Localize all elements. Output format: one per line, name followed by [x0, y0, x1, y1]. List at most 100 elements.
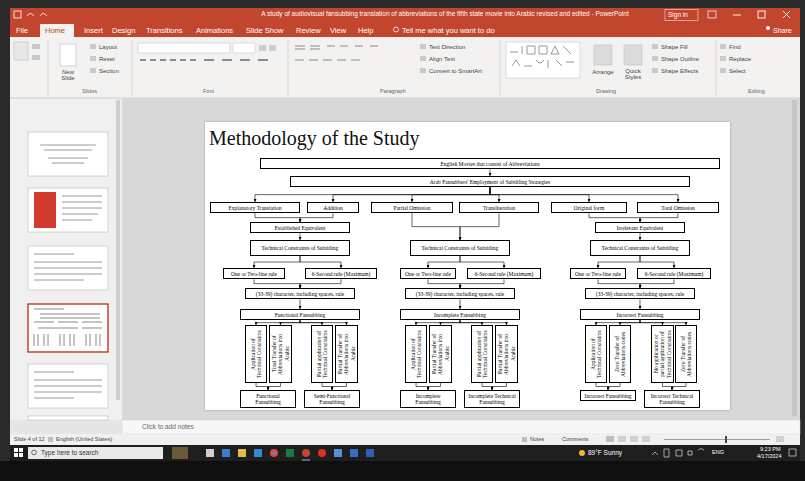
connector: [640, 213, 678, 222]
process-box: Irrelevant Equivalent: [595, 222, 685, 233]
reset-icon: [90, 56, 96, 61]
connector: [596, 383, 608, 390]
box-text: Explanatory Translation: [228, 205, 281, 211]
connector: [640, 256, 674, 268]
process-box: Incorrect Technical Fansubbing: [644, 390, 700, 408]
group-separator: [48, 40, 49, 95]
app-icon: [238, 449, 246, 457]
spelling-icon: [48, 437, 53, 442]
thumbnail-pane: [10, 99, 122, 420]
process-box: One or Two-line rule: [570, 268, 626, 279]
powerpoint-icon: [302, 449, 310, 457]
box-text: (33-39) character, including spaces, rul…: [596, 291, 684, 297]
ribbon-button: Find: [729, 44, 741, 50]
process-box: Semi-Functional Fansubbing: [304, 390, 360, 408]
clock-date: 4/17/2024: [757, 454, 781, 460]
find-icon: [720, 44, 726, 49]
opera-icon: [318, 449, 326, 457]
slide-canvas: Methodology of the StudyEnglish Movies t…: [205, 122, 730, 410]
connector: [640, 233, 641, 240]
search-highlight-image: [172, 447, 188, 459]
box-text: Application of Technical Constraints: [250, 328, 263, 380]
box-text: One or Two-line rule: [405, 271, 451, 277]
process-box: 6-Second rule (Maximum): [305, 268, 377, 279]
smartart-icon: [420, 68, 426, 73]
box-text: Total Transfer of Abbreviations into Ara…: [271, 328, 290, 380]
process-box: Incorrect Fansubbing: [580, 309, 700, 320]
connector: [332, 383, 346, 390]
group-label: Font: [203, 89, 214, 95]
connector: [598, 279, 640, 288]
connector: [460, 299, 461, 309]
process-box: Total Omission: [637, 202, 719, 213]
menu-tab: View: [330, 27, 346, 35]
zoom-slider: [664, 439, 770, 440]
connector: [412, 213, 460, 240]
box-text: Original form: [574, 205, 604, 211]
font-format-icons: [140, 59, 268, 61]
status-text: English (United States): [56, 437, 112, 443]
pane-scrollbar: [116, 100, 120, 400]
section-icon: [90, 68, 96, 73]
screen: [10, 8, 800, 461]
criterion-box: Partial application of Technical Constra…: [471, 325, 493, 383]
connector: [460, 256, 504, 268]
ribbon-button: Reset: [99, 56, 115, 62]
box-text: One or Two-line rule: [231, 271, 277, 277]
lightbulb-icon: [394, 27, 399, 32]
connector: [672, 383, 686, 390]
windows-logo: [14, 448, 23, 457]
box-text: (33-39) character, including spaces, rul…: [256, 291, 344, 297]
arrange-icon: [594, 45, 612, 65]
notes-pane: [122, 420, 800, 434]
view-icon: [618, 436, 626, 442]
connector: [300, 213, 333, 222]
connector: [412, 187, 490, 202]
group-label: Drawing: [596, 89, 616, 95]
process-box: Technical Constraints of Subtitling: [250, 240, 350, 256]
process-box: One or Two-line rule: [400, 268, 456, 279]
connector: [428, 383, 440, 390]
ribbon-button: Convert to SmartArt: [429, 68, 482, 74]
menu-tab: Animations: [196, 27, 233, 35]
connector: [428, 279, 460, 288]
menu-tab: Transitions: [146, 27, 182, 35]
slide-workspace: [122, 99, 800, 420]
box-text: (33-39) character, including spaces, rul…: [416, 291, 504, 297]
process-box: Functional Fansubbing: [240, 390, 296, 408]
status-button: Notes: [530, 437, 544, 443]
box-text: Total Omission: [661, 205, 695, 211]
connector: [268, 383, 280, 390]
selected-tab: [40, 24, 74, 37]
process-box: Original form: [551, 202, 627, 213]
share-icon: [766, 26, 770, 30]
connector: [300, 233, 301, 240]
workspace-scrollbar: [792, 100, 797, 416]
process-box: Functional Fansubbing: [240, 309, 360, 320]
ribbon-button: Shape Outline: [661, 56, 699, 62]
box-text: Technical Constraints of Subtitling: [602, 245, 679, 251]
taskbar: [10, 445, 800, 461]
ribbon-button: Shape Effects: [661, 68, 698, 74]
status-text: Slide 4 of 12: [14, 437, 45, 443]
criterion-box: Zero Transfer of Abbreviations codes: [675, 325, 697, 383]
menu-tab: Home: [45, 27, 65, 35]
group-separator: [500, 40, 501, 95]
search-icon: [32, 450, 37, 455]
fit-icon: [776, 436, 784, 442]
group-label: Editing: [748, 89, 765, 95]
box-text: Functional Fansubbing: [243, 393, 293, 406]
tray-icons: [652, 449, 704, 458]
grow-font-icon: [259, 45, 266, 51]
thumbnail-text-lines: [40, 145, 96, 163]
ribbon-button: Select: [729, 68, 746, 74]
box-text: Application of Technical Constraints: [590, 328, 603, 380]
criterion-box: No application or partial application of…: [651, 325, 674, 383]
box-text: Application of Technical Constraints: [410, 328, 423, 380]
process-box: (33-39) character, including spaces, rul…: [245, 288, 355, 299]
status-bar: [10, 434, 800, 445]
box-text: Semi-Functional Fansubbing: [307, 393, 357, 406]
shape-fill-icon: [652, 44, 658, 49]
connector: [640, 299, 641, 309]
